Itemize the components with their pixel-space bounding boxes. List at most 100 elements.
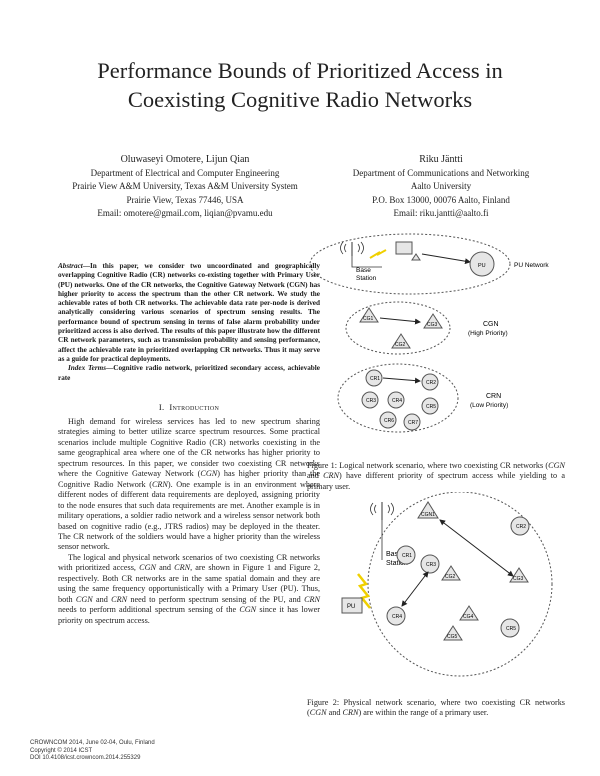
arrow bbox=[421, 253, 471, 265]
base-station-label: Base bbox=[356, 267, 371, 274]
cgn-node-label: CG5 bbox=[447, 634, 458, 640]
math-cgn: CGN bbox=[548, 461, 565, 470]
pu-node bbox=[395, 241, 413, 255]
crn-node bbox=[379, 411, 397, 429]
crn-node-label: CR2 bbox=[426, 380, 436, 386]
crn-node-label: CR3 bbox=[366, 398, 376, 404]
crn-node-label: CR1 bbox=[370, 376, 380, 382]
math-crn: CRN bbox=[342, 708, 359, 718]
figure-2-caption: Figure 2: Physical network scenario, whe… bbox=[307, 698, 565, 719]
crn-node-label: CR4 bbox=[392, 614, 402, 620]
crn-node bbox=[420, 554, 440, 574]
title-line-1: Performance Bounds of Prioritized Access… bbox=[97, 58, 503, 83]
cgn-node-label: CG2 bbox=[395, 342, 406, 348]
base-station-label: Station bbox=[386, 560, 408, 567]
abstract-label: Abstract bbox=[58, 262, 83, 270]
pu-node-label: PU bbox=[478, 263, 486, 269]
author-email: Email: omotere@gmail.com, liqian@pvamu.e… bbox=[97, 208, 273, 218]
footer-conference: CROWNCOM 2014, June 02-04, Oulu, Finland bbox=[30, 740, 155, 746]
index-terms-label: Index Terms bbox=[68, 364, 107, 373]
text-run: and bbox=[92, 594, 112, 604]
footer-doi: DOI 10.4108/icst.crowncom.2014.255329 bbox=[30, 755, 141, 761]
crn-node bbox=[403, 413, 421, 431]
arrow bbox=[401, 571, 429, 607]
text-run: and bbox=[155, 563, 175, 573]
base-station-leader bbox=[351, 256, 382, 268]
crn-node-label: CR5 bbox=[426, 404, 436, 410]
crn-node bbox=[396, 545, 416, 565]
cgn-node bbox=[443, 625, 463, 641]
math-cgn: CGN bbox=[239, 605, 257, 615]
paragraph-1: High demand for wireless services has le… bbox=[58, 417, 320, 553]
pu-node bbox=[341, 597, 363, 614]
arrow bbox=[439, 519, 514, 577]
crn-node bbox=[421, 373, 439, 391]
crn-node bbox=[386, 606, 406, 626]
text-run: ) are within the range of a primary user… bbox=[358, 708, 489, 718]
figure-1-logical-network: Base Station PU PU Network CG1 CG2 CG3 C… bbox=[309, 233, 549, 433]
crn-node-label: CR1 bbox=[402, 553, 412, 559]
cgn-node bbox=[459, 605, 479, 621]
crn-node bbox=[361, 391, 379, 409]
author-names: Riku Jäntti bbox=[419, 154, 463, 165]
title-line-2: Coexisting Cognitive Radio Networks bbox=[127, 87, 473, 112]
crn-node-label: CR7 bbox=[408, 420, 418, 426]
index-terms-text: —Cognitive radio network, prioritized se… bbox=[58, 364, 320, 382]
cgn-node-label: CG2 bbox=[445, 574, 456, 580]
cgn-node-label: CG3 bbox=[427, 322, 438, 328]
text-run: needs to perform additional spectrum sen… bbox=[58, 605, 240, 615]
math-cgn: CGN bbox=[309, 708, 327, 718]
text-run: Figure 2: Physical network scenario, whe… bbox=[307, 698, 565, 718]
text-run: ) have different priority of spectrum ac… bbox=[307, 471, 566, 491]
text-run: Figure 1: Logical network scenario, wher… bbox=[307, 461, 549, 470]
cgn-node-label: CG3 bbox=[513, 576, 524, 582]
base-station-label: Station bbox=[356, 275, 377, 282]
figure-2-physical-network: Base Station PU CGN1 CG2 CG3 CG4 CG5 CR1… bbox=[341, 492, 553, 677]
text-run: since it has lower priority on spectrum … bbox=[58, 605, 320, 625]
cgn-node-label: CG1 bbox=[363, 316, 374, 322]
pu-network-boundary bbox=[309, 233, 511, 295]
crn-node bbox=[500, 618, 520, 638]
figure-1-caption: Figure 1: Logical network scenario, wher… bbox=[307, 461, 565, 492]
triangle-node bbox=[411, 253, 421, 261]
author-dept: Department of Communications and Network… bbox=[352, 167, 530, 178]
pu-coverage-boundary bbox=[367, 492, 553, 677]
text-run: need to perform spectrum sensing of the … bbox=[127, 594, 305, 604]
author-names: Oluwaseyi Omotere, Lijun Qian bbox=[120, 154, 250, 165]
author-block-left: Oluwaseyi Omotere, Lijun Qian Department… bbox=[40, 153, 330, 221]
text-run: ) has higher priority than the Cognitive… bbox=[58, 469, 320, 489]
math-crn: CRN bbox=[174, 563, 191, 573]
math-crn: CRN bbox=[111, 594, 128, 604]
cgn-node bbox=[509, 567, 529, 583]
text-run: and bbox=[307, 471, 324, 481]
math-crn: CRN bbox=[323, 471, 340, 481]
author-block-right: Riku Jäntti Department of Communications… bbox=[318, 153, 564, 221]
lightning-icon bbox=[369, 249, 387, 259]
author-address: P.O. Box 13000, 00076 Aalto, Finland bbox=[372, 194, 510, 205]
crn-node-label: CR2 bbox=[516, 524, 526, 530]
section-title: Introduction bbox=[169, 402, 220, 412]
crn-label: CRN bbox=[486, 393, 501, 400]
cgn-label: CGN bbox=[483, 321, 499, 328]
section-heading: I. Introduction bbox=[58, 402, 320, 412]
cgn-node-label: CGN1 bbox=[421, 512, 435, 518]
lightning-icon bbox=[357, 573, 371, 609]
pu-network-label: PU Network bbox=[514, 262, 549, 269]
crn-node-label: CR3 bbox=[426, 562, 436, 568]
paragraph-2: The logical and physical network scenari… bbox=[58, 553, 320, 626]
crn-node-label: CR4 bbox=[392, 398, 402, 404]
crn-boundary bbox=[337, 363, 459, 433]
text-run: and bbox=[326, 708, 343, 718]
crn-node bbox=[365, 369, 383, 387]
author-dept: Department of Electrical and Computer En… bbox=[90, 167, 280, 178]
intro-body: High demand for wireless services has le… bbox=[58, 417, 320, 626]
math-cgn: CGN bbox=[75, 594, 93, 604]
author-city: Prairie View, Texas 77446, USA bbox=[126, 194, 244, 205]
author-email: Email: riku.jantti@aalto.fi bbox=[393, 208, 489, 218]
crn-node bbox=[387, 391, 405, 409]
text-run: , are shown in Figure 1 and Figure 2, re… bbox=[58, 563, 320, 604]
cgn-node bbox=[417, 501, 439, 519]
cgn-priority-label: (High Priority) bbox=[468, 330, 508, 337]
crn-node-label: CR6 bbox=[384, 418, 394, 424]
author-univ: Aalto University bbox=[410, 181, 472, 191]
